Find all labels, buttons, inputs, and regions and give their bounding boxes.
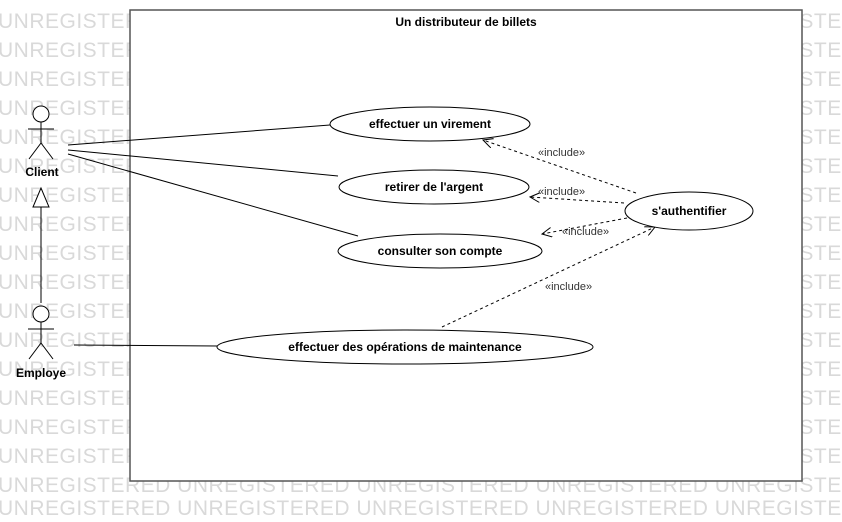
include-label: «include» [545,281,592,293]
include-label: «include» [538,186,585,198]
watermark-row: UNREGISTERED UNREGISTERED UNREGISTERED U… [0,497,842,520]
association-client-consulter[interactable] [67,153,359,237]
system-title: Un distributeur de billets [395,15,537,29]
use-case-consulter[interactable]: consulter son compte [337,233,543,269]
include-label: «include» [538,147,585,159]
actor-client[interactable]: Client [25,105,59,179]
include-label: «include» [562,226,609,238]
use-case-label: consulter son compte [378,244,503,258]
stick-figure-icon [28,305,54,360]
use-case-label: effectuer un virement [369,117,491,131]
include-virement[interactable] [483,140,637,194]
actor-employe[interactable]: Employe [16,305,66,380]
use-case-label: effectuer des opérations de maintenance [288,340,522,354]
use-case-maintenance[interactable]: effectuer des opérations de maintenance [216,329,594,365]
use-case-authentifier[interactable]: s'authentifier [624,191,754,231]
use-case-retirer[interactable]: retirer de l'argent [338,169,530,205]
association-client-virement[interactable] [67,124,331,146]
include-retirer[interactable] [530,197,625,204]
actor-label: Client [25,165,58,179]
association-client-retirer[interactable] [67,149,339,177]
generalization-arrowhead [32,186,50,208]
use-case-virement[interactable]: effectuer un virement [329,106,531,142]
use-case-label: s'authentifier [652,204,727,218]
association-employe-maintenance[interactable] [73,344,219,347]
include-consulter[interactable] [542,217,628,234]
stick-figure-icon [28,105,54,160]
use-case-label: retirer de l'argent [385,180,483,194]
actor-label: Employe [16,366,66,380]
